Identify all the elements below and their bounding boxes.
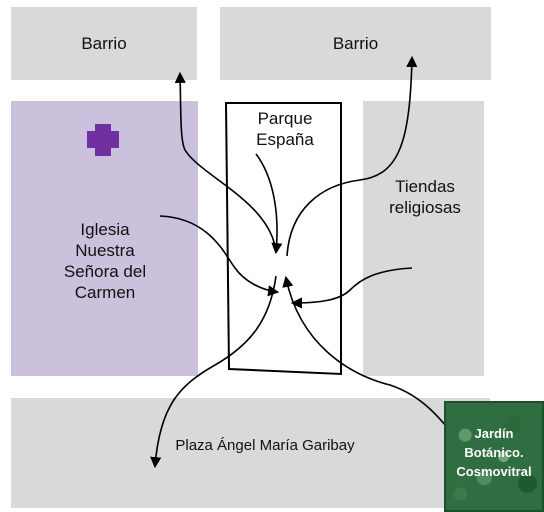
jardin-line1: Jardín	[474, 426, 514, 441]
plaza-label: Plaza Ángel María Garibay	[175, 437, 355, 454]
parque-label: Parque España	[256, 109, 314, 149]
jardin-botanico-tile: Jardín Botánico. Cosmovitral	[444, 401, 544, 512]
plaza-block	[11, 398, 490, 508]
arrow-to-plaza	[150, 275, 277, 469]
park-outline	[224, 102, 342, 376]
barrio-block-right	[220, 7, 491, 80]
barrio-block-left	[11, 7, 197, 80]
tiendas-label: Tiendas religiosas	[389, 177, 461, 217]
arrow-to-barrio-left	[174, 71, 276, 247]
barrio-right-label: Barrio	[332, 34, 379, 53]
arrow-from-shops	[290, 267, 413, 309]
arrow-from-church	[159, 215, 280, 297]
arrow-center-1	[255, 153, 283, 255]
arrow-from-jardin	[282, 275, 469, 456]
shops-block	[363, 101, 484, 376]
jardin-line2: Botánico.	[464, 445, 524, 460]
barrio-left-label: Barrio	[81, 34, 127, 53]
jardin-line3: Cosmovitral	[456, 464, 532, 479]
iglesia-label: Iglesia Nuestra Señora del Carmen	[63, 220, 147, 302]
arrow-to-barrio-right	[286, 55, 418, 257]
